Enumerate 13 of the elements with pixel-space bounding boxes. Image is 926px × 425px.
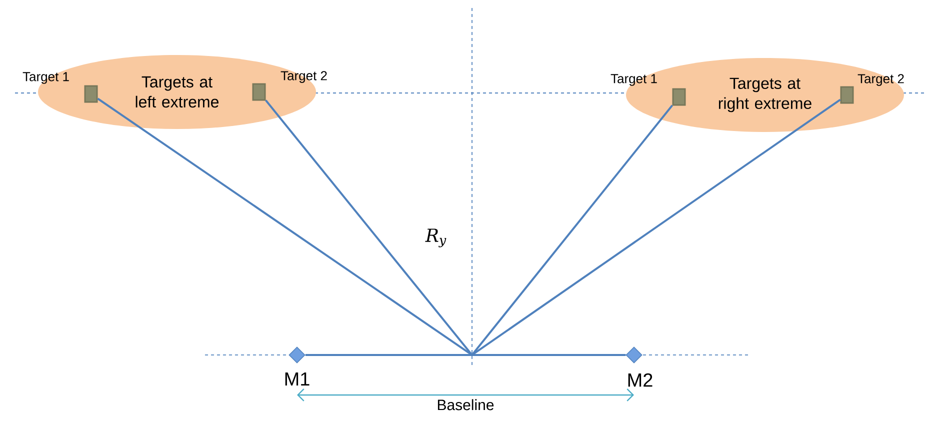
- axis-label: R$_{y}$: [425, 228, 446, 248]
- edge-label: Baseline: [436, 398, 496, 412]
- marker-label: Target 1: [610, 74, 657, 86]
- baseline-arrow: [297, 388, 634, 402]
- marker-label: Target 2: [858, 74, 904, 86]
- marker-label: Target 2: [280, 71, 327, 83]
- marker-label: Target 1: [22, 72, 69, 84]
- sight-line: [264, 100, 473, 356]
- sight-line: [305, 354, 626, 356]
- marker-label: M1: [285, 372, 310, 386]
- sight-line: [471, 104, 674, 356]
- sight-line: [471, 98, 841, 356]
- marker-label: M2: [628, 373, 652, 387]
